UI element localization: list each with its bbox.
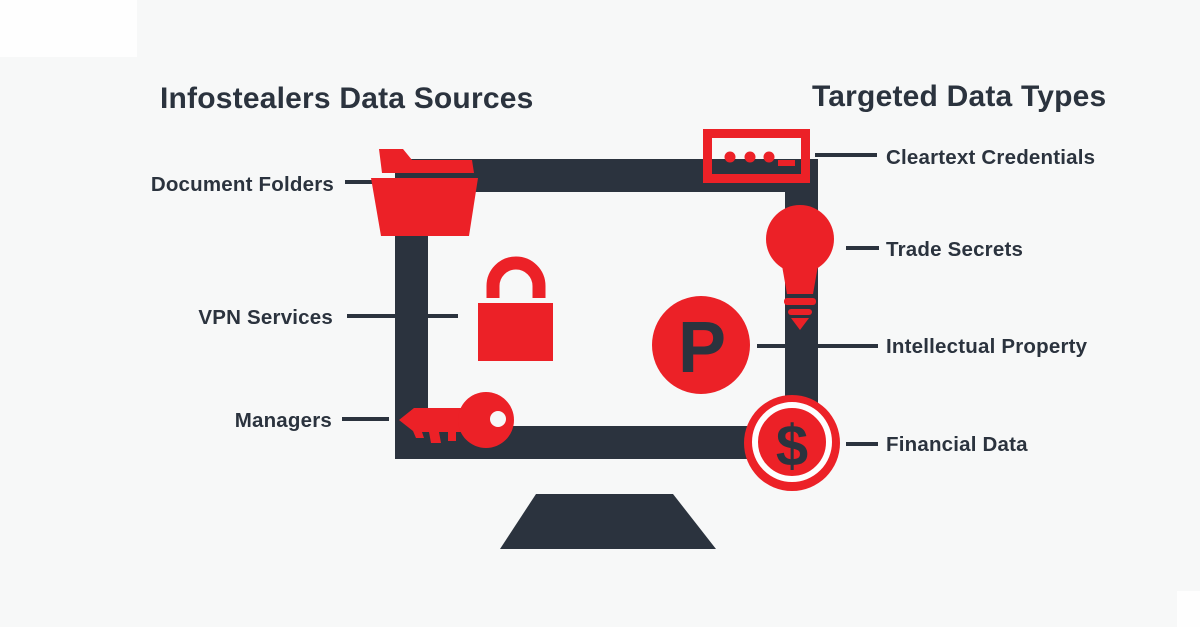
lightbulb-icon [766,205,834,330]
corner-highlight-top-left [0,0,137,57]
label-document-folders: Document Folders [150,173,334,196]
label-cleartext-credentials: Cleartext Credentials [886,146,1096,169]
corner-highlight-bottom-right [1177,591,1200,627]
lock-icon [478,256,553,361]
p-letter: P [678,308,726,388]
right-heading: Targeted Data Types [812,80,1107,113]
dollar-coin-icon: $ [744,395,840,491]
label-managers: Managers [234,409,332,432]
folder-icon [371,149,478,236]
label-intellectual-property: Intellectual Property [886,335,1088,358]
dollar-sign: $ [776,414,808,479]
label-financial-data: Financial Data [886,433,1028,456]
key-icon [399,392,514,448]
label-vpn-services: VPN Services [198,306,333,329]
p-badge-icon: P [652,296,750,394]
password-field-icon [703,129,810,183]
label-trade-secrets: Trade Secrets [886,238,1024,261]
left-heading: Infostealers Data Sources [160,82,534,115]
monitor-stand [500,494,716,549]
connector-lines [342,153,879,446]
